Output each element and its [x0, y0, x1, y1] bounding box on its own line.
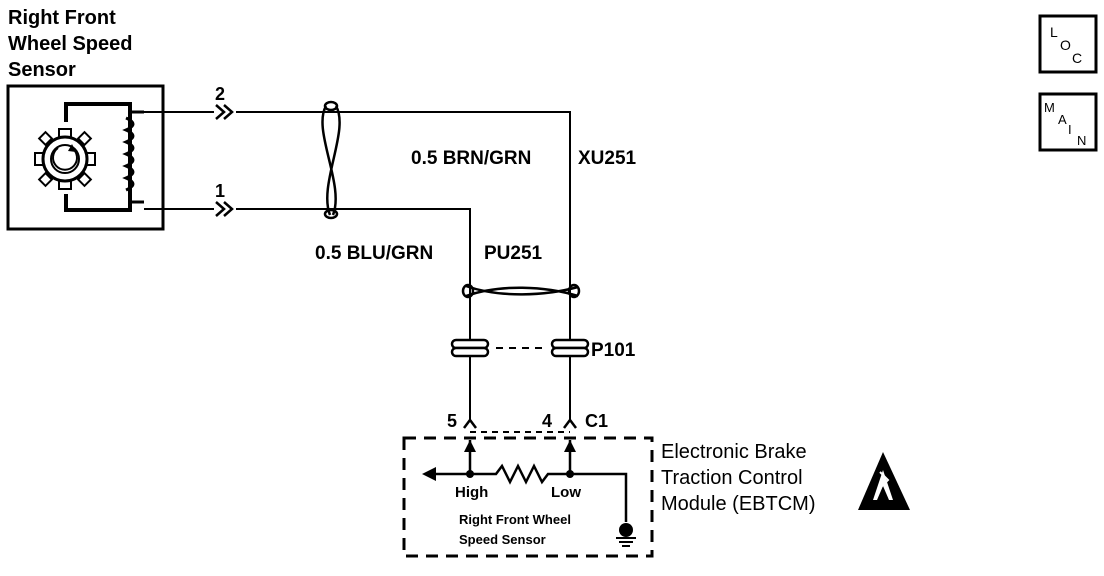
module-pin-left: 5	[447, 411, 457, 431]
loc-button-letter-2: O	[1060, 37, 1071, 53]
wire-lower-pin: 1	[215, 181, 225, 201]
esd-warning-icon	[858, 452, 910, 510]
main-button-letter-4: N	[1077, 133, 1086, 148]
wire-upper-seg2	[236, 111, 571, 340]
ground-icon	[616, 523, 636, 547]
main-button[interactable]: M A I N	[1038, 92, 1098, 152]
module-connector-c1-symbol	[463, 417, 577, 433]
sensor-title-line-3: Sensor	[8, 59, 76, 81]
module-low-label: Low	[551, 484, 581, 501]
sensor-title: Right Front Wheel Speed Sensor	[8, 7, 132, 81]
inline-connector-chevrons	[215, 104, 234, 217]
ebtcm-module-box	[402, 436, 654, 558]
tone-wheel-icon	[34, 128, 96, 190]
module-title-line-2: Traction Control	[661, 467, 803, 489]
connector-p101-symbol	[450, 338, 590, 358]
main-button-letter-2: A	[1058, 112, 1067, 127]
wire-lower-gauge-color: 0.5 BLU/GRN	[315, 243, 433, 264]
wire-upper-pin: 2	[215, 84, 225, 104]
sensor-title-line-2: Wheel Speed	[8, 33, 132, 55]
loc-button-letter-3: C	[1072, 50, 1082, 66]
module-inner-label-line-1: Right Front Wheel	[459, 512, 571, 527]
module-inner-label-line-2: Speed Sensor	[459, 532, 546, 547]
module-connector-name: C1	[585, 411, 608, 431]
wire-lower-seg2	[236, 208, 471, 340]
sensor-box	[6, 84, 165, 231]
module-title-line-1: Electronic Brake	[661, 441, 807, 463]
wire-lower-circuit: PU251	[484, 243, 543, 264]
loc-button-letter-1: L	[1050, 24, 1058, 40]
wire-upper-gauge-color: 0.5 BRN/GRN	[411, 148, 531, 169]
wire-upper-circuit: XU251	[578, 148, 637, 169]
twisted-pair-vertical	[321, 100, 341, 220]
module-title-line-3: Module (EBTCM)	[661, 493, 815, 515]
twisted-pair-horizontal	[461, 283, 581, 299]
main-button-letter-1: M	[1044, 100, 1055, 115]
wheel-speed-sensor-symbol	[6, 84, 165, 231]
connector-p101-label: P101	[591, 340, 636, 361]
sensor-title-line-1: Right Front	[8, 7, 116, 29]
loc-button[interactable]: L O C	[1038, 14, 1098, 74]
output-arrow-icon	[422, 467, 436, 481]
module-pin-right: 4	[542, 411, 552, 431]
main-button-letter-3: I	[1068, 122, 1072, 137]
module-high-label: High	[455, 484, 488, 501]
sensor-coil-icon	[64, 102, 144, 212]
